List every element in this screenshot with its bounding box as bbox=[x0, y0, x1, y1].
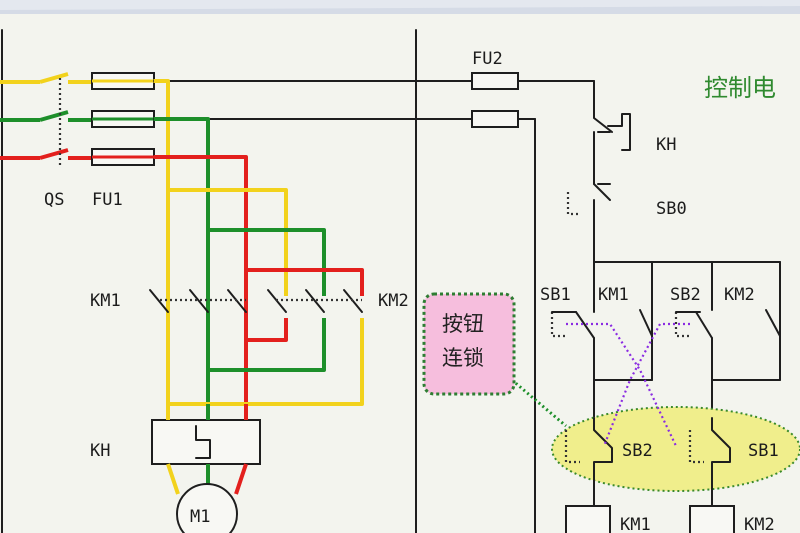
km2-coil bbox=[689, 505, 735, 533]
sb2-nc-contact bbox=[593, 417, 613, 501]
motor-m1 bbox=[176, 483, 238, 533]
fu2-fuse-1 bbox=[471, 72, 519, 90]
km2-out-green bbox=[208, 318, 326, 372]
phase-green-drop bbox=[154, 117, 210, 404]
km1-aux-blade bbox=[639, 309, 653, 337]
qs-blade-2 bbox=[39, 110, 69, 122]
label-kh-main: KH bbox=[90, 441, 110, 461]
interlock-sb1-link bbox=[566, 322, 677, 447]
kh-heater-element bbox=[195, 425, 211, 459]
sb1-start-blade bbox=[575, 311, 595, 339]
kh-nc-contact bbox=[593, 80, 613, 133]
sb0-contact bbox=[593, 183, 611, 201]
sb2-start-blade bbox=[695, 311, 713, 339]
km2-feed-red bbox=[246, 268, 364, 296]
label-sb2-top: SB2 bbox=[670, 285, 701, 305]
label-kh-ctrl: KH bbox=[656, 135, 676, 155]
qs-blade-1 bbox=[39, 72, 69, 84]
label-km2-main: KM2 bbox=[378, 291, 409, 311]
callout-box bbox=[422, 292, 516, 396]
label-sb1-top: SB1 bbox=[540, 285, 571, 305]
sb2-nc-button bbox=[564, 430, 580, 464]
callout-line-2: 连锁 bbox=[442, 346, 484, 370]
label-km1-coil: KM1 bbox=[620, 515, 651, 533]
label-km1-main: KM1 bbox=[90, 291, 121, 311]
sb1-start-button bbox=[550, 312, 566, 338]
km-main-contacts bbox=[149, 289, 363, 313]
sb0-button bbox=[566, 192, 580, 216]
callout-leader bbox=[511, 378, 567, 428]
label-sb1-low: SB1 bbox=[748, 441, 779, 461]
phase-yellow-drop bbox=[154, 79, 170, 404]
label-sb0: SB0 bbox=[656, 199, 687, 219]
interlock-sb2-link bbox=[602, 322, 690, 447]
phase-red-drop bbox=[154, 155, 248, 404]
km2-feed-yellow bbox=[168, 188, 288, 296]
label-qs: QS bbox=[44, 190, 64, 210]
label-sb2-low: SB2 bbox=[622, 441, 653, 461]
callout-line-1: 按钮 bbox=[442, 312, 484, 336]
sb1-nc-contact bbox=[711, 417, 731, 501]
label-km2-coil: KM2 bbox=[744, 515, 775, 533]
km2-out-yellow bbox=[168, 318, 364, 406]
fu2-fuse-2 bbox=[471, 110, 519, 128]
km2-out-red bbox=[246, 318, 288, 342]
label-km1-aux: KM1 bbox=[598, 285, 629, 305]
label-motor: M1 bbox=[190, 507, 210, 527]
control-circuit-title: 控制电 bbox=[704, 74, 776, 102]
label-km2-aux: KM2 bbox=[724, 285, 755, 305]
km2-aux-blade bbox=[765, 309, 781, 337]
km2-feed-green bbox=[208, 228, 326, 296]
sb1-nc-button bbox=[688, 430, 704, 464]
kh-actuator bbox=[607, 113, 631, 151]
top-strip-shade bbox=[0, 6, 800, 14]
km1-coil bbox=[565, 505, 611, 533]
label-fu1: FU1 bbox=[92, 190, 123, 210]
motor-lead-yellow bbox=[166, 463, 180, 495]
qs-blade-3 bbox=[39, 148, 69, 160]
label-fu2: FU2 bbox=[472, 49, 503, 69]
motor-lead-red bbox=[234, 463, 248, 495]
interlock-highlight bbox=[551, 406, 800, 492]
